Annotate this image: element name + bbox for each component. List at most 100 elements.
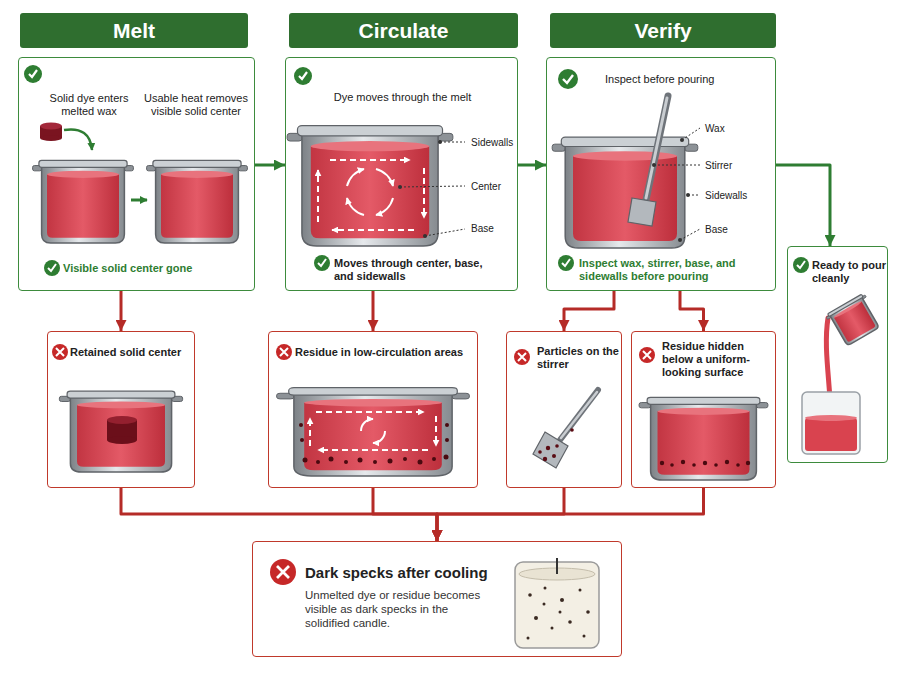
candle bbox=[515, 558, 599, 648]
melting-pot bbox=[639, 397, 768, 480]
dye-puck bbox=[40, 123, 62, 142]
dark-specks bbox=[528, 593, 532, 597]
residue-dots bbox=[403, 457, 407, 461]
result-title: Dark specks after cooling bbox=[305, 564, 517, 582]
step-arrow bbox=[131, 199, 147, 202]
fail-icon bbox=[52, 344, 68, 360]
callout-label: Stirrer bbox=[705, 160, 765, 172]
residue-dots bbox=[300, 438, 304, 442]
residue-dots bbox=[546, 446, 550, 450]
flow-arrow bbox=[255, 164, 285, 167]
fail-icon bbox=[280, 348, 288, 356]
failure-arrow bbox=[564, 291, 614, 331]
failure-panel: Residue in low-circulation areas bbox=[268, 331, 478, 488]
leader-line bbox=[680, 229, 700, 240]
outcome-note: Ready to pour cleanly bbox=[812, 259, 886, 285]
failure-title: Particles on the stirrer bbox=[537, 345, 619, 371]
candle-glass bbox=[805, 418, 857, 451]
result-body: Unmelted dye or residue becomes visible … bbox=[305, 589, 485, 630]
leader-dot bbox=[398, 185, 402, 189]
flow-arrows bbox=[318, 449, 428, 451]
callout-label: Base bbox=[471, 223, 517, 235]
check-icon bbox=[558, 255, 574, 271]
check-icon bbox=[793, 257, 809, 273]
leader-dot bbox=[438, 140, 442, 144]
step-header: Verify bbox=[550, 13, 776, 48]
callout-label: Wax bbox=[705, 123, 765, 135]
flow-arrows bbox=[361, 419, 373, 431]
leader-line bbox=[654, 165, 700, 166]
leader-dot bbox=[652, 163, 656, 167]
check-icon bbox=[797, 261, 805, 268]
melting-pot bbox=[552, 137, 698, 248]
check-icon bbox=[48, 264, 56, 271]
fail-icon bbox=[270, 559, 296, 585]
leader-dot bbox=[652, 138, 690, 242]
dark-specks bbox=[559, 611, 562, 614]
check-icon bbox=[562, 259, 570, 266]
flow-arrow bbox=[518, 164, 546, 167]
leader-line bbox=[440, 142, 465, 143]
candle-glass bbox=[805, 415, 857, 421]
residue-dots bbox=[329, 457, 334, 462]
residue-dots bbox=[538, 450, 542, 454]
stirrer bbox=[533, 432, 568, 468]
fail-icon bbox=[56, 348, 64, 356]
drop-arrow bbox=[64, 129, 92, 150]
check-icon bbox=[44, 260, 60, 276]
residue-dots bbox=[692, 463, 696, 467]
dark-specks bbox=[568, 620, 572, 624]
check-icon bbox=[24, 65, 42, 83]
residue-dots bbox=[670, 463, 674, 467]
step-header: Circulate bbox=[289, 13, 518, 48]
check-icon bbox=[558, 69, 578, 89]
failure-panel: Retained solid center bbox=[47, 331, 195, 488]
leader-line bbox=[400, 142, 465, 236]
residue-dots bbox=[373, 460, 377, 464]
flow-arrows bbox=[316, 411, 424, 413]
flow-arrows bbox=[435, 416, 437, 446]
check-icon bbox=[314, 255, 330, 271]
callout-label: Sidewalls bbox=[705, 190, 765, 202]
step-note: Dye moves through the melt bbox=[304, 91, 501, 104]
residue-dots bbox=[316, 460, 320, 464]
dye-puck bbox=[40, 135, 62, 141]
check-icon bbox=[318, 259, 326, 266]
residue-dots bbox=[444, 455, 449, 460]
failure-title: Residue in low-circulation areas bbox=[295, 346, 475, 359]
check-icon bbox=[563, 75, 573, 83]
residue-dots bbox=[703, 461, 707, 465]
step-title: Circulate bbox=[359, 18, 449, 43]
leader-dot bbox=[678, 238, 682, 242]
fail-icon bbox=[52, 344, 68, 360]
residue-dots bbox=[358, 458, 363, 463]
leader-line bbox=[425, 229, 465, 236]
step-panel: Inspect before pouringWaxStirrerSidewall… bbox=[546, 57, 776, 291]
check-icon bbox=[314, 255, 330, 271]
flow-arrows bbox=[317, 170, 319, 222]
fail-icon bbox=[639, 347, 655, 363]
stirrer bbox=[561, 392, 597, 438]
melting-pot bbox=[59, 391, 182, 472]
step-header: Melt bbox=[20, 13, 248, 48]
fail-icon bbox=[518, 353, 526, 361]
residue-dots bbox=[736, 463, 740, 467]
dark-specks bbox=[579, 589, 582, 592]
fail-icon bbox=[270, 559, 296, 585]
dark-specks bbox=[560, 598, 564, 602]
check-icon bbox=[294, 67, 312, 85]
flow-arrows bbox=[347, 169, 393, 215]
stirrer bbox=[646, 96, 668, 200]
residue-dots bbox=[660, 460, 750, 467]
check-icon bbox=[24, 65, 42, 83]
fail-icon bbox=[514, 349, 530, 365]
residue-dots bbox=[746, 461, 750, 465]
result-panel: Dark specks after coolingUnmelted dye or… bbox=[252, 541, 622, 657]
flow-arrows bbox=[330, 159, 410, 161]
failure-arrow bbox=[373, 488, 437, 541]
check-icon bbox=[558, 255, 574, 271]
residue-dots bbox=[660, 461, 664, 465]
residue-dots bbox=[418, 460, 423, 465]
failure-panel: Particles on the stirrer bbox=[506, 331, 622, 488]
